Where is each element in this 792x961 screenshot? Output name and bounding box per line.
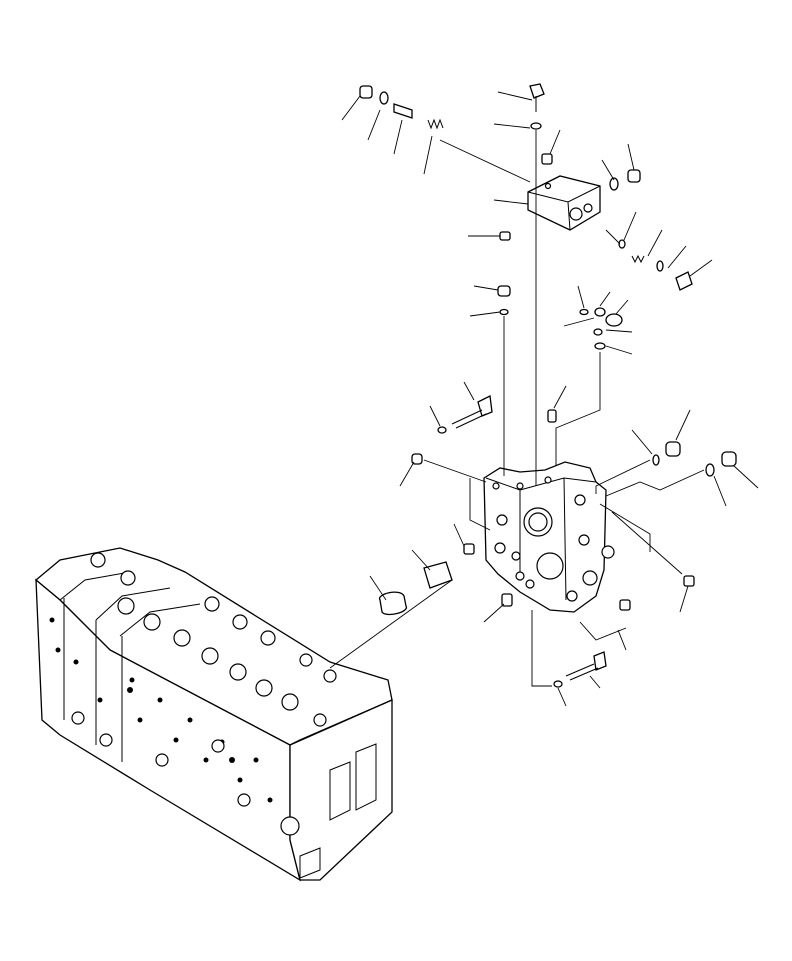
pilot-cover-block bbox=[527, 175, 601, 231]
leader-lines bbox=[341, 91, 759, 707]
small-parts bbox=[359, 83, 737, 688]
section-valve-block bbox=[483, 461, 615, 613]
assembly-lines bbox=[329, 130, 705, 687]
main-valve-body bbox=[34, 547, 393, 882]
